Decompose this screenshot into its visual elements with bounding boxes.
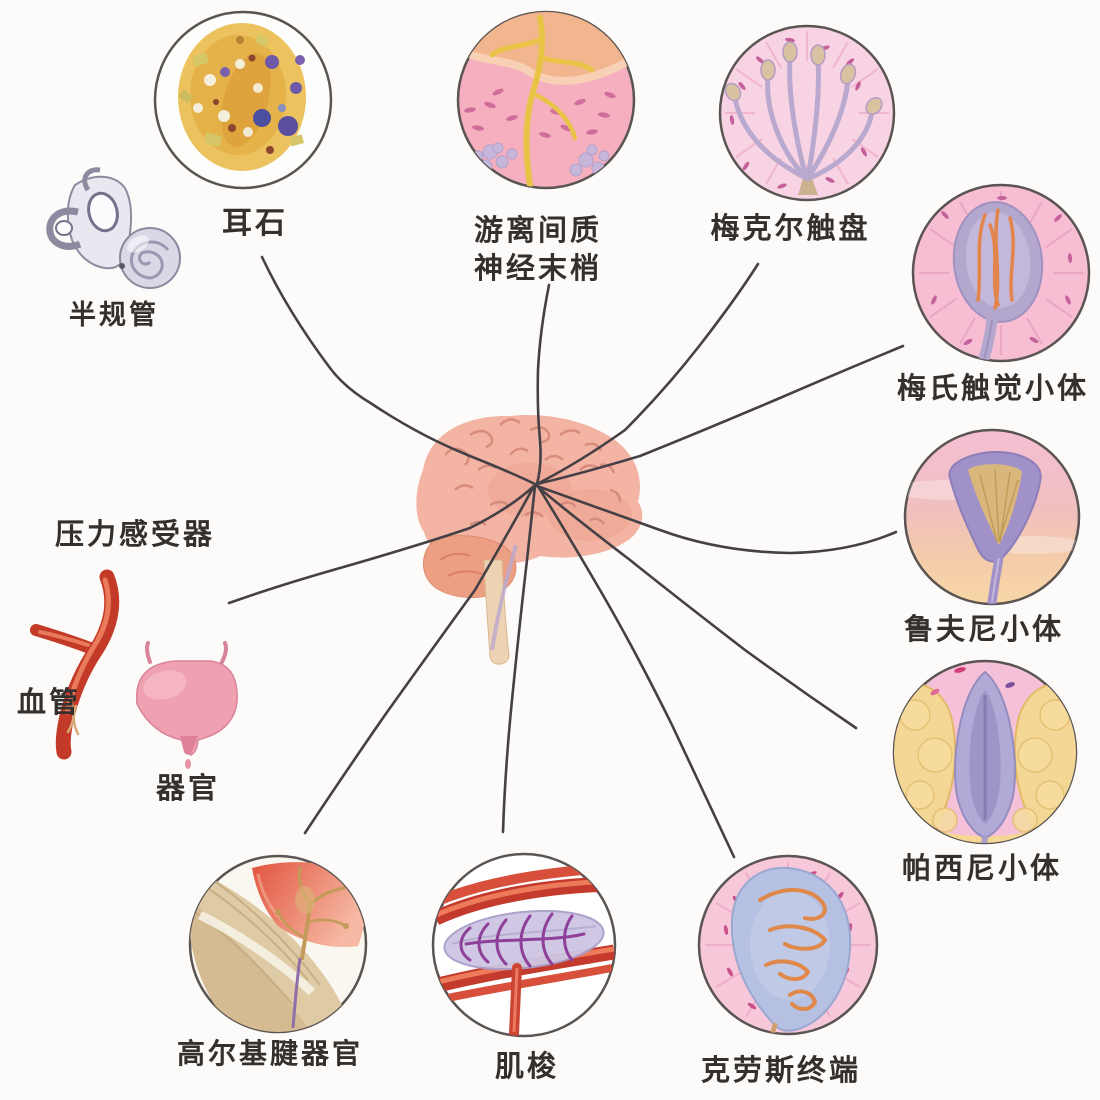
label-blood-vessel: 血管 [16,687,81,719]
brainstem [483,559,510,665]
golgi-tendon-organ-micrograph [188,854,368,1034]
nerve-line-ruffini [535,484,898,555]
nerve-line-free-nerve [535,283,551,486]
fan-fibers [979,469,1019,543]
label-baroreceptor: 压力感受器 [54,519,215,551]
label-free-nerve-endings: 游离间质神经末梢 [473,215,602,285]
label-otolith: 耳石 [222,207,288,240]
nerve-squiggles [758,888,828,1011]
cell-dashes [931,196,1073,346]
krause-end-bulb-micrograph [697,854,879,1036]
nerve-line-krause [537,486,736,859]
nerve-lines [227,255,905,859]
pacinian-corpuscle-micrograph [892,659,1078,845]
organ-illustration [135,641,238,769]
cerebellum-folds [439,552,483,577]
merkel-stalks [732,55,875,181]
spinal-cord-strand [490,544,518,651]
nerve-coil [976,208,1015,310]
label-semicircular-canal: 半规管 [69,300,159,330]
nerve-line-golgi [303,484,536,835]
nerve-line-merkel [535,262,760,486]
muscle-spindle-micrograph [431,852,617,1038]
label-pacinian-corpuscle: 帕西尼小体 [901,853,1062,885]
meissner-corpuscle-micrograph [911,183,1091,363]
label-meissner-corpuscle: 梅氏触觉小体 [896,373,1089,405]
spindle-coils [459,912,586,968]
yellow-nerve-fiber [489,15,595,188]
label-golgi-tendon-organ: 高尔基腱器官 [176,1039,363,1070]
brain-sulci [444,418,622,527]
nerve-line-meissner [535,344,905,486]
label-ruffini-corpuscle: 鲁夫尼小体 [903,614,1064,646]
nerve-line-pacinian [536,485,858,730]
nerve-line-muscle-spindle [501,484,537,834]
nerve-line-otolith [260,255,537,486]
dermis-cells [464,88,616,138]
otolith-crystals [178,33,305,154]
merkel-disc-micrograph [718,24,896,202]
label-organ: 器官 [155,773,220,805]
free-nerve-endings-micrograph [456,10,636,190]
label-krause-end-bulb: 克劳斯终端 [700,1055,861,1087]
otolith-micrograph [153,10,333,190]
blood-vessel-illustration [30,569,120,760]
fat-lobules [899,699,1071,833]
ruffini-corpuscle-micrograph [903,428,1081,606]
nerve-line-baroreceptor [227,484,536,605]
label-muscle-spindle: 肌梭 [494,1051,559,1083]
inner-ear-illustration [46,167,181,289]
label-merkel-disc: 梅克尔触盘 [710,213,871,245]
merkel-tips [724,41,883,115]
